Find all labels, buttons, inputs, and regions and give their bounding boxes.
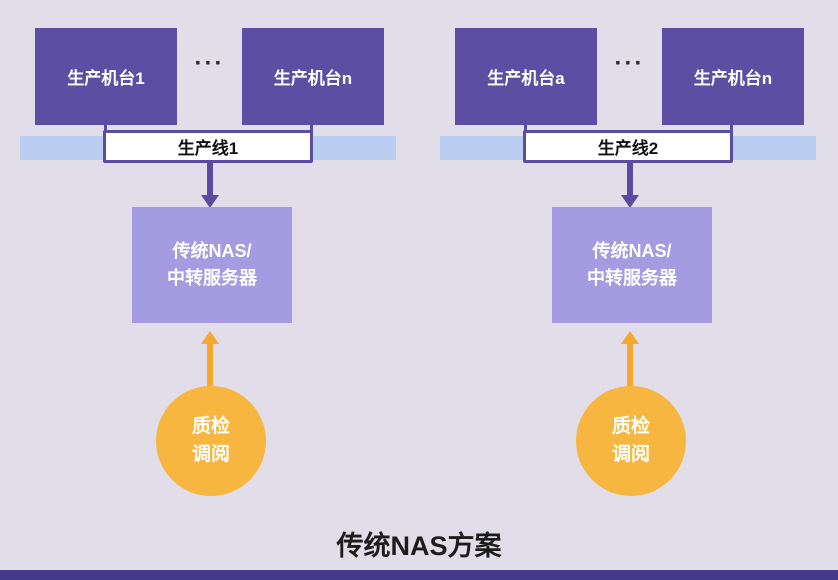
- machine-node: 生产机台n: [662, 28, 804, 125]
- down-arrow-icon: [207, 162, 213, 196]
- connector-line: [310, 121, 313, 134]
- production-line-label-text: 生产线2: [597, 139, 659, 158]
- connector-line: [524, 121, 527, 134]
- up-arrow-icon: [201, 331, 219, 344]
- production-line-group-1: 生产机台1 ··· 生产机台n 生产线1 传统NAS/ 中转服务器 质检 调阅: [20, 0, 396, 520]
- up-arrow-icon: [627, 343, 633, 387]
- ellipsis-label: ···: [194, 50, 225, 77]
- up-arrow-icon: [621, 331, 639, 344]
- footer-strip: [0, 570, 838, 580]
- nas-label-line2: 中转服务器: [587, 268, 677, 288]
- machine-label: 生产机台1: [67, 69, 145, 88]
- down-arrow-icon: [627, 162, 633, 196]
- production-line-label: 生产线2: [523, 130, 733, 163]
- machine-node: 生产机台n: [242, 28, 384, 125]
- nas-server-node: 传统NAS/ 中转服务器: [132, 207, 292, 323]
- diagram-title: 传统NAS方案: [336, 531, 502, 561]
- production-line-label: 生产线1: [103, 130, 313, 163]
- qc-label-line2: 调阅: [191, 444, 230, 465]
- up-arrow-icon: [207, 343, 213, 387]
- qc-review-node: 质检 调阅: [576, 386, 686, 496]
- machine-label: 生产机台n: [273, 69, 353, 88]
- machine-node: 生产机台a: [455, 28, 597, 125]
- nas-label-line1: 传统NAS/: [172, 241, 252, 261]
- qc-label-line1: 质检: [611, 416, 650, 437]
- qc-label-line1: 质检: [191, 416, 230, 437]
- nas-server-node: 传统NAS/ 中转服务器: [552, 207, 712, 323]
- qc-label-line2: 调阅: [611, 444, 650, 465]
- machine-label: 生产机台n: [693, 69, 773, 88]
- production-line-group-2: 生产机台a ··· 生产机台n 生产线2 传统NAS/ 中转服务器 质检 调阅: [440, 0, 816, 520]
- production-line-label-text: 生产线1: [177, 139, 239, 158]
- connector-line: [730, 121, 733, 134]
- nas-label-line2: 中转服务器: [167, 268, 257, 288]
- down-arrow-icon: [621, 195, 639, 208]
- qc-review-node: 质检 调阅: [156, 386, 266, 496]
- connector-line: [104, 121, 107, 134]
- machine-label: 生产机台a: [487, 69, 565, 88]
- nas-label-line1: 传统NAS/: [592, 241, 672, 261]
- machine-node: 生产机台1: [35, 28, 177, 125]
- ellipsis-label: ···: [614, 50, 645, 77]
- down-arrow-icon: [201, 195, 219, 208]
